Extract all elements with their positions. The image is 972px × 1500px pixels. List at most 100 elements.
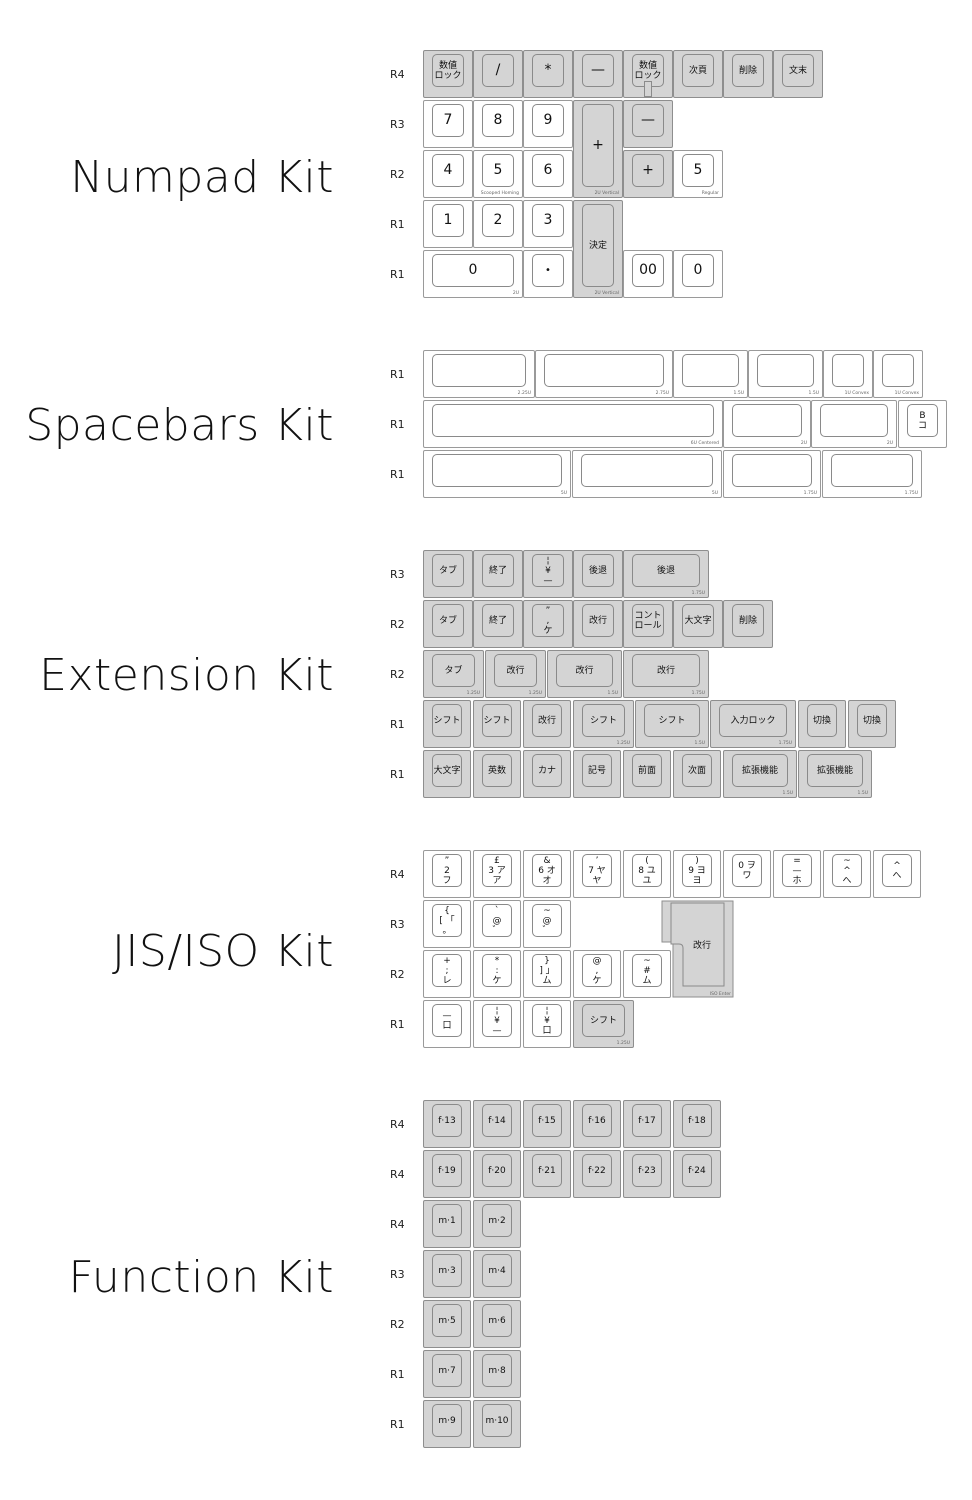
keycap: 7 [423, 100, 473, 148]
keycap-legend: 0 [468, 262, 478, 278]
keycap-legend: 1 [443, 212, 453, 228]
keycap: m·7 [423, 1350, 471, 1398]
keycap-top: 数値 ロック [432, 54, 464, 87]
keycap-top: f·24 [682, 1154, 712, 1187]
keycap-legend: ( 8 ユ ユ [638, 855, 656, 886]
keycap: 1.5U [673, 350, 748, 398]
keycap-top: ~ @ ゛ [532, 904, 562, 937]
keycap: m·4 [473, 1250, 521, 1298]
keycap-legend: f·21 [538, 1165, 556, 1176]
keycap-legend: ) 9 ヨ ヨ [688, 855, 706, 886]
keycap-legend: 入力ロック [730, 715, 776, 726]
keycap: 8 [473, 100, 523, 148]
keycap-legend: ~ # ム [642, 955, 652, 986]
keycap-legend: タブ [444, 665, 463, 676]
keycap-legend: 終了 [488, 565, 507, 576]
keycap: { [ 「 。 [423, 900, 471, 948]
keycap: タブ [423, 550, 473, 598]
keycap-legend: f·14 [488, 1115, 506, 1126]
keycap: 終了 [473, 550, 523, 598]
keycap-legend: f·15 [538, 1115, 556, 1126]
keycap: 数値 ロック [623, 50, 673, 98]
keycap-legend: 大文字 [684, 615, 712, 626]
keycap-top: 7 [432, 104, 464, 137]
keycap: m·9 [423, 1400, 471, 1448]
keycap: 2 [473, 200, 523, 248]
keycap: 3 [523, 200, 573, 248]
keycap: 終了 [473, 600, 523, 648]
keycap-top: ” 2 フ [432, 854, 462, 887]
keycap-legend: 次面 [687, 765, 706, 776]
keycap-legend: シフト [433, 715, 461, 726]
keycap: 1U Convex [823, 350, 873, 398]
keycap-top: 大文字 [432, 754, 462, 787]
keycap: 大文字 [673, 600, 723, 648]
keycap-legend: 9 [543, 112, 553, 128]
keycap-top: / [482, 54, 514, 87]
keycap-top: f·23 [632, 1154, 662, 1187]
keycap: B コ [898, 400, 947, 448]
keycap-top: 記号 [582, 754, 612, 787]
keycap-size-label: 2U [512, 291, 519, 296]
keycap-top: 終了 [482, 604, 514, 637]
keycap-size-label: 2U Vertical [594, 291, 619, 296]
keycap-top: ) 9 ヨ ヨ [682, 854, 712, 887]
keycap-top: f·16 [582, 1104, 612, 1137]
keycap-legend: m·9 [438, 1415, 456, 1426]
keycap-top [581, 454, 713, 487]
keycap: @ , ケ [573, 950, 621, 998]
keycap-top [432, 454, 562, 487]
keycap-legend: 拡張機能 [741, 765, 778, 776]
keycap-top: 1 [432, 204, 464, 237]
keycap: f·17 [623, 1100, 671, 1148]
keycap: ~ ^ へ [823, 850, 871, 898]
keycap-legend: m·4 [488, 1265, 506, 1276]
keycap: ) 9 ヨ ヨ [673, 850, 721, 898]
keycap-size-label: 5U [560, 491, 567, 496]
keycap-top: タブ [432, 604, 464, 637]
keycap-top: 改行 [582, 604, 614, 637]
keycap-top: f·20 [482, 1154, 512, 1187]
keycap-legend: — 口 [442, 1010, 452, 1031]
keycap-top: B コ [907, 404, 938, 437]
keycap-top: f·17 [632, 1104, 662, 1137]
keycap-legend: 7 [443, 112, 453, 128]
keycap-legend: ” , ケ [543, 605, 553, 636]
keycap-top: + ; レ [432, 954, 462, 987]
keycap-legend: 改行 [537, 715, 556, 726]
keycap-legend: 0 ヲ ワ [738, 860, 756, 881]
keycap: 1.75U [723, 450, 821, 498]
keycap-size-label: 1.75U [691, 591, 705, 596]
keycap-top: — [582, 54, 614, 87]
keycap-legend: / [495, 62, 501, 78]
keycap-legend: f·20 [488, 1165, 506, 1176]
keycap-legend: 後退 [656, 565, 675, 576]
keycap-legend: f·23 [638, 1165, 656, 1176]
keycap-legend: 改行 [506, 665, 525, 676]
keycap-top: シフト [582, 1004, 625, 1037]
keycap-top: m·6 [482, 1304, 512, 1337]
row-label: R1 [390, 468, 405, 481]
keycap: ’ 7 ヤ ヤ [573, 850, 621, 898]
keycap-legend: 2 [493, 212, 503, 228]
keycap-legend: m·5 [438, 1315, 456, 1326]
keycap: 削除 [723, 50, 773, 98]
keycap: 0 [673, 250, 723, 298]
keycap-size-label: 6U Centered [690, 441, 719, 446]
keycap: £ 3 ア ア [473, 850, 521, 898]
keycap-top [432, 354, 526, 387]
keycap-legend: 切換 [862, 715, 881, 726]
keycap-top: 数値 ロック [632, 54, 664, 87]
keycap-top: m·3 [432, 1254, 462, 1287]
keycap-top: 次面 [682, 754, 712, 787]
keycap-top: f·21 [532, 1154, 562, 1187]
keycap: ^ へ [873, 850, 921, 898]
keycap-legend: } ] 」 ム [539, 955, 555, 986]
keycap-top: 5 [682, 154, 714, 187]
keycap: 9 [523, 100, 573, 148]
keycap-size-label: 1.25U [466, 691, 480, 696]
